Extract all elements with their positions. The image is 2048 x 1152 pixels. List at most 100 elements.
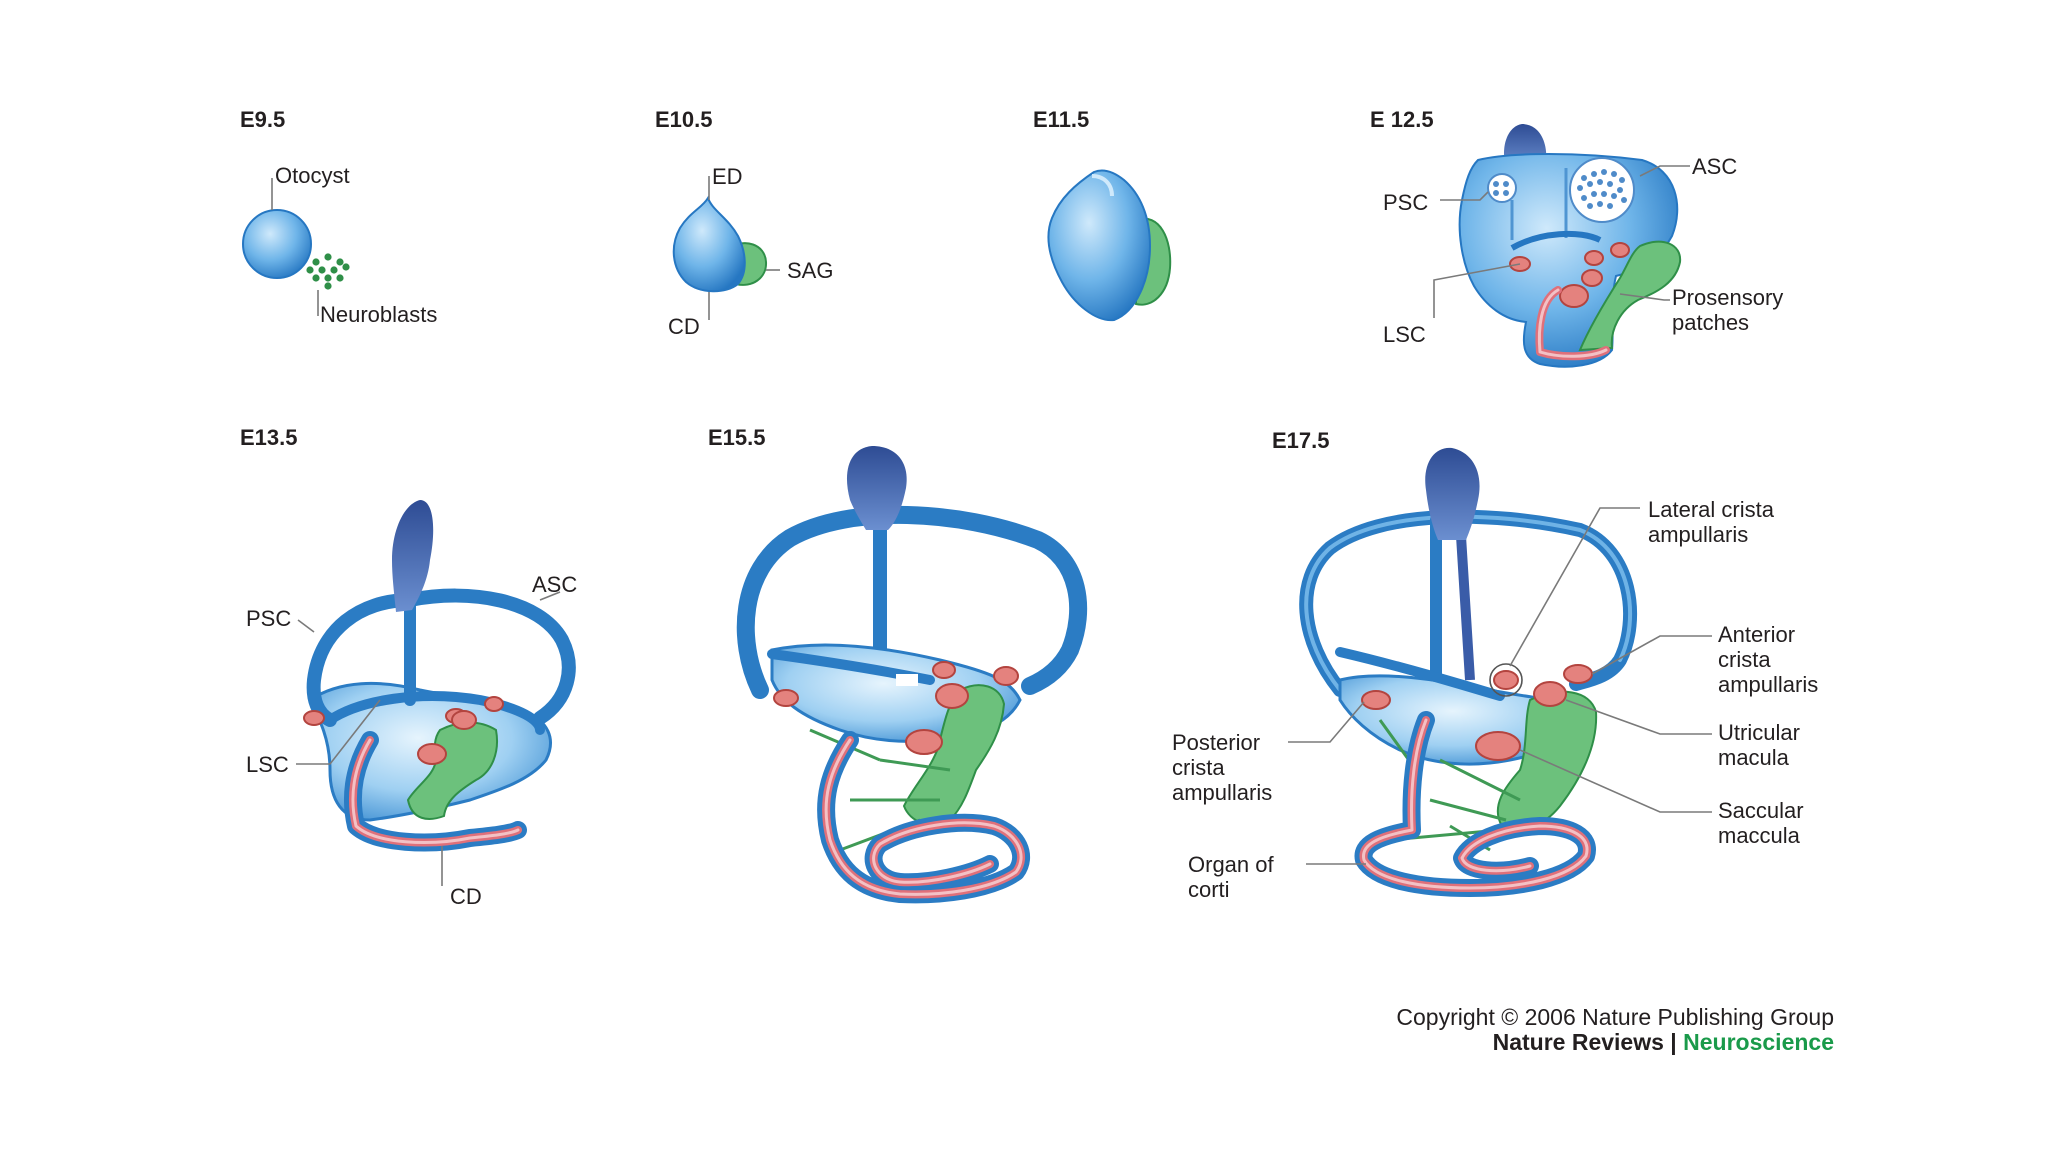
label-anterior-crista-3: ampullaris xyxy=(1718,672,1818,697)
endolymphatic-duct-e15-5 xyxy=(846,446,907,530)
label-posterior-crista-2: crista xyxy=(1172,755,1225,780)
label-ed: ED xyxy=(712,164,743,189)
patch-e13-5-asc xyxy=(484,696,504,712)
label-cd-e10-5: CD xyxy=(668,314,700,339)
label-utricular-macula-2: macula xyxy=(1718,745,1790,770)
e11-5-figure xyxy=(1047,169,1172,322)
label-asc-e12-5: ASC xyxy=(1692,154,1737,179)
label-posterior-crista-3: ampullaris xyxy=(1172,780,1272,805)
patch-e17-5-lateral xyxy=(1493,670,1519,690)
e10-5-figure: ED SAG CD xyxy=(668,164,833,339)
patch-e15-5-posterior xyxy=(773,689,799,707)
label-saccular-maccula-1: Saccular xyxy=(1718,798,1804,823)
label-anterior-crista-2: crista xyxy=(1718,647,1771,672)
neuroblasts-cluster xyxy=(306,253,350,290)
label-saccular-maccula-2: maccula xyxy=(1718,823,1801,848)
patch-e13-5-saccule xyxy=(417,743,447,765)
e9-5-figure: Otocyst Neuroblasts xyxy=(242,163,437,327)
cochlea-core-e15-5 xyxy=(824,738,1023,896)
asc-cells-e12-5 xyxy=(1569,157,1635,223)
lateral-crista-ring xyxy=(1489,663,1523,697)
patch-e15-5-utricle xyxy=(935,683,969,709)
label-asc-e13-5: ASC xyxy=(532,572,577,597)
psc-dots-e12-5 xyxy=(1493,181,1509,196)
asc-e12-5-leader xyxy=(1639,165,1690,177)
utricle-window-e15-5 xyxy=(896,674,918,686)
stage-label-e12-5: E 12.5 xyxy=(1370,107,1434,132)
prosensory-patch-3 xyxy=(1610,242,1630,258)
saccular-macula-leader xyxy=(1519,749,1712,813)
cochlea-core-e17-5 xyxy=(1362,718,1589,890)
journal-separator: | xyxy=(1664,1029,1683,1055)
label-organ-of-corti-2: corti xyxy=(1188,877,1230,902)
label-lsc-e12-5: LSC xyxy=(1383,322,1426,347)
patch-e17-5-saccule xyxy=(1475,731,1521,761)
psc-e12-5-leader xyxy=(1440,191,1489,201)
lsc-canal-e17-5 xyxy=(1335,647,1505,701)
lsc-canal-e13-5 xyxy=(325,691,545,735)
journal-credit: Nature Reviews | Neuroscience xyxy=(1493,1029,1834,1055)
otocyst-shape xyxy=(242,209,312,279)
e11-5-highlight xyxy=(1091,174,1114,197)
psc-cells-e12-5 xyxy=(1487,173,1517,203)
asc-dots-e12-5 xyxy=(1577,169,1627,209)
patch-e15-5-lateral xyxy=(932,661,956,679)
patch-e17-5-anterior xyxy=(1563,664,1593,684)
cochlea-core-e12-5 xyxy=(1537,288,1608,358)
asc-psc-canal-e15-5 xyxy=(736,505,1088,699)
journal-section: Neuroscience xyxy=(1683,1029,1834,1055)
endolymphatic-duct-e13-5 xyxy=(392,500,434,612)
label-organ-of-corti-1: Organ of xyxy=(1188,852,1274,877)
asc-canal-e13-5 xyxy=(403,588,576,725)
label-posterior-crista-1: Posterior xyxy=(1172,730,1260,755)
label-cd-e13-5: CD xyxy=(450,884,482,909)
label-psc-e13-5: PSC xyxy=(246,606,291,631)
lsc-e12-5-leader xyxy=(1433,263,1521,318)
otic-vesicle-e10-5 xyxy=(672,195,746,293)
stage-label-e15-5: E15.5 xyxy=(708,425,766,450)
label-psc-e12-5: PSC xyxy=(1383,190,1428,215)
label-lateral-crista-1: Lateral crista xyxy=(1648,497,1775,522)
prosensory-patch-2 xyxy=(1584,250,1604,266)
prosensory-leader xyxy=(1619,293,1670,301)
label-utricular-macula-1: Utricular xyxy=(1718,720,1800,745)
patch-e17-5-utricle xyxy=(1533,681,1567,707)
patch-e15-5-anterior xyxy=(993,666,1019,686)
patch-e17-5-posterior xyxy=(1361,690,1391,710)
label-sag: SAG xyxy=(787,258,833,283)
e12-5-figure: ASC PSC LSC Prosensory patches xyxy=(1383,124,1783,368)
stage-label-e10-5: E10.5 xyxy=(655,107,713,132)
patch-e15-5-saccule xyxy=(905,729,943,755)
stage-label-e11-5: E11.5 xyxy=(1033,107,1089,132)
patch-e13-5-psc xyxy=(303,710,325,726)
lateral-crista-leader xyxy=(1509,507,1640,667)
e15-5-figure xyxy=(736,446,1088,904)
utricular-macula-leader xyxy=(1565,699,1712,735)
anterior-crista-leader xyxy=(1591,635,1712,675)
label-lateral-crista-2: ampullaris xyxy=(1648,522,1748,547)
lsc-e13-5-leader xyxy=(296,699,381,765)
e13-5-figure: ASC PSC LSC CD xyxy=(246,500,577,909)
cochlea-core-e13-5 xyxy=(351,738,520,844)
posterior-crista-leader xyxy=(1288,701,1365,743)
prosensory-patch-4 xyxy=(1581,269,1603,287)
journal-name: Nature Reviews xyxy=(1493,1029,1664,1055)
endolymphatic-duct-e17-5 xyxy=(1425,447,1480,540)
label-otocyst: Otocyst xyxy=(275,163,350,188)
label-lsc-e13-5: LSC xyxy=(246,752,289,777)
label-prosensory-1: Prosensory xyxy=(1672,285,1783,310)
e17-5-figure: Lateral crista ampullaris Anterior crist… xyxy=(1172,447,1818,902)
label-anterior-crista-1: Anterior xyxy=(1718,622,1795,647)
patch-e13-5-utricle xyxy=(451,710,477,730)
stage-label-e17-5: E17.5 xyxy=(1272,428,1330,453)
otic-vesicle-e11-5 xyxy=(1047,169,1152,322)
psc-e13-5-leader xyxy=(297,619,315,633)
asc-e13-5-leader xyxy=(539,591,561,601)
canal-fold-e12-5 xyxy=(1510,168,1568,240)
lateral-fold-e12-5 xyxy=(1510,230,1602,251)
common-crus-e17-5 xyxy=(1455,519,1475,681)
label-prosensory-2: patches xyxy=(1672,310,1749,335)
copyright-notice: Copyright © 2006 Nature Publishing Group xyxy=(1396,1004,1834,1030)
stage-label-e9-5: E9.5 xyxy=(240,107,285,132)
